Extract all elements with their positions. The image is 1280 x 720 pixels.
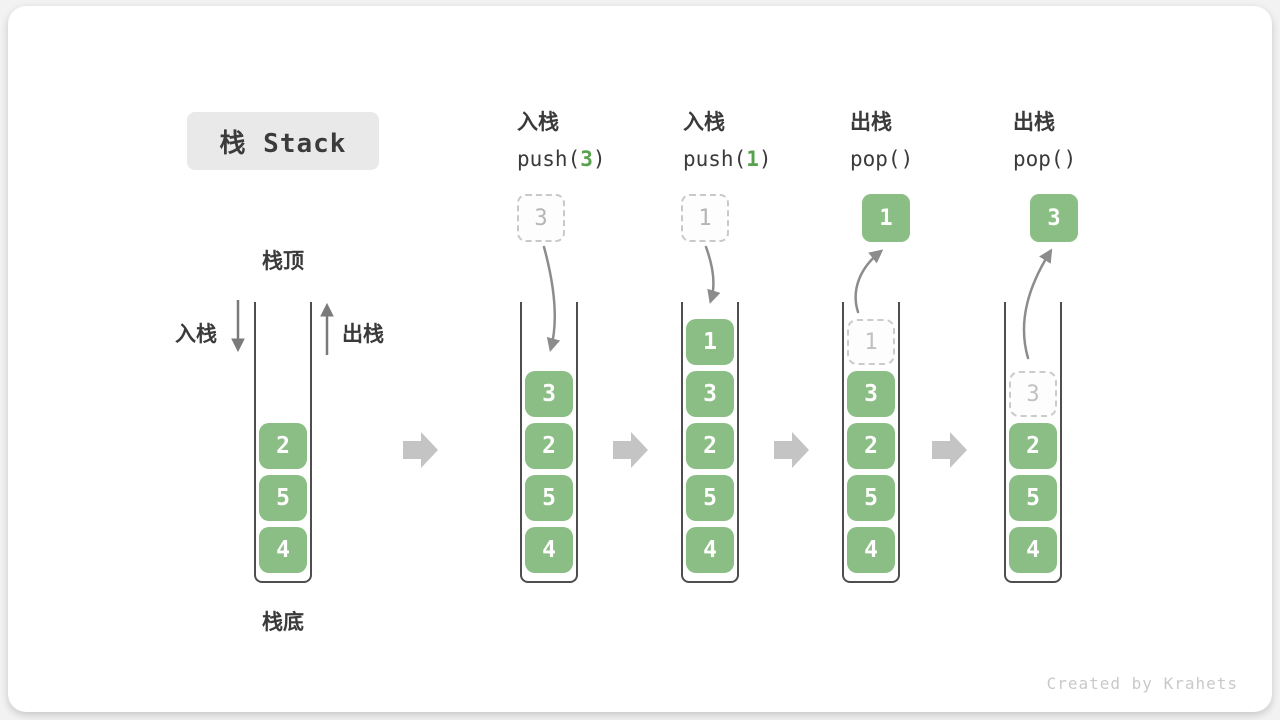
stack-container-initial: 2 5 4 bbox=[254, 302, 312, 583]
stack-bottom-label: 栈底 bbox=[262, 611, 304, 634]
op-code-pre: push( bbox=[683, 147, 747, 171]
op-code: push(3) bbox=[517, 141, 697, 178]
stack-block: 4 bbox=[686, 527, 734, 573]
op-name: 出栈 bbox=[850, 111, 892, 134]
op-code-post: ) bbox=[592, 147, 606, 171]
op-code: pop() bbox=[850, 141, 1030, 178]
stack-block: 4 bbox=[1009, 527, 1057, 573]
op-name: 入栈 bbox=[517, 111, 559, 134]
stack-block: 3 bbox=[847, 371, 895, 417]
stack-block: 2 bbox=[686, 423, 734, 469]
stack-block: 5 bbox=[259, 475, 307, 521]
stack-block: 5 bbox=[525, 475, 573, 521]
op-label-pop-3: 出栈 pop() bbox=[1013, 104, 1193, 178]
op-code-pre: pop() bbox=[1013, 147, 1077, 171]
op-label-push-1: 入栈 push(1) bbox=[683, 104, 863, 178]
op-name: 入栈 bbox=[683, 111, 725, 134]
stack-block: 4 bbox=[847, 527, 895, 573]
stack-block: 4 bbox=[259, 527, 307, 573]
push-side-label: 入栈 bbox=[175, 323, 217, 346]
incoming-value-box: 3 bbox=[517, 194, 565, 242]
op-code-post: ) bbox=[758, 147, 772, 171]
op-code: pop() bbox=[1013, 141, 1193, 178]
stack-block: 5 bbox=[847, 475, 895, 521]
stack-container-pop-3: 3 2 5 4 bbox=[1004, 302, 1062, 583]
stack-block: 2 bbox=[847, 423, 895, 469]
popped-value-box: 3 bbox=[1030, 194, 1078, 242]
op-code-arg: 1 bbox=[746, 147, 759, 171]
stack-block: 2 bbox=[259, 423, 307, 469]
popped-value-box: 1 bbox=[862, 194, 910, 242]
op-code: push(1) bbox=[683, 141, 863, 178]
op-label-pop-1: 出栈 pop() bbox=[850, 104, 1030, 178]
stack-block-ghost: 3 bbox=[1009, 371, 1057, 417]
diagram-title: 栈 Stack bbox=[187, 112, 379, 170]
op-label-push-3: 入栈 push(3) bbox=[517, 104, 697, 178]
credit-text: Created by Krahets bbox=[1046, 674, 1238, 693]
pop-side-label: 出栈 bbox=[342, 323, 384, 346]
stack-block: 2 bbox=[525, 423, 573, 469]
op-code-pre: push( bbox=[517, 147, 581, 171]
op-code-pre: pop() bbox=[850, 147, 914, 171]
stack-block: 1 bbox=[686, 319, 734, 365]
stack-block: 2 bbox=[1009, 423, 1057, 469]
stack-block: 3 bbox=[686, 371, 734, 417]
stack-block: 5 bbox=[1009, 475, 1057, 521]
incoming-value-box: 1 bbox=[681, 194, 729, 242]
stack-block: 5 bbox=[686, 475, 734, 521]
op-code-arg: 3 bbox=[580, 147, 593, 171]
op-name: 出栈 bbox=[1013, 111, 1055, 134]
stack-top-label: 栈顶 bbox=[262, 250, 304, 273]
stack-block-ghost: 1 bbox=[847, 319, 895, 365]
stack-block: 4 bbox=[525, 527, 573, 573]
stack-container-pop-1: 1 3 2 5 4 bbox=[842, 302, 900, 583]
stack-container-push-1: 1 3 2 5 4 bbox=[681, 302, 739, 583]
stack-container-push-3: 3 2 5 4 bbox=[520, 302, 578, 583]
stack-block: 3 bbox=[525, 371, 573, 417]
